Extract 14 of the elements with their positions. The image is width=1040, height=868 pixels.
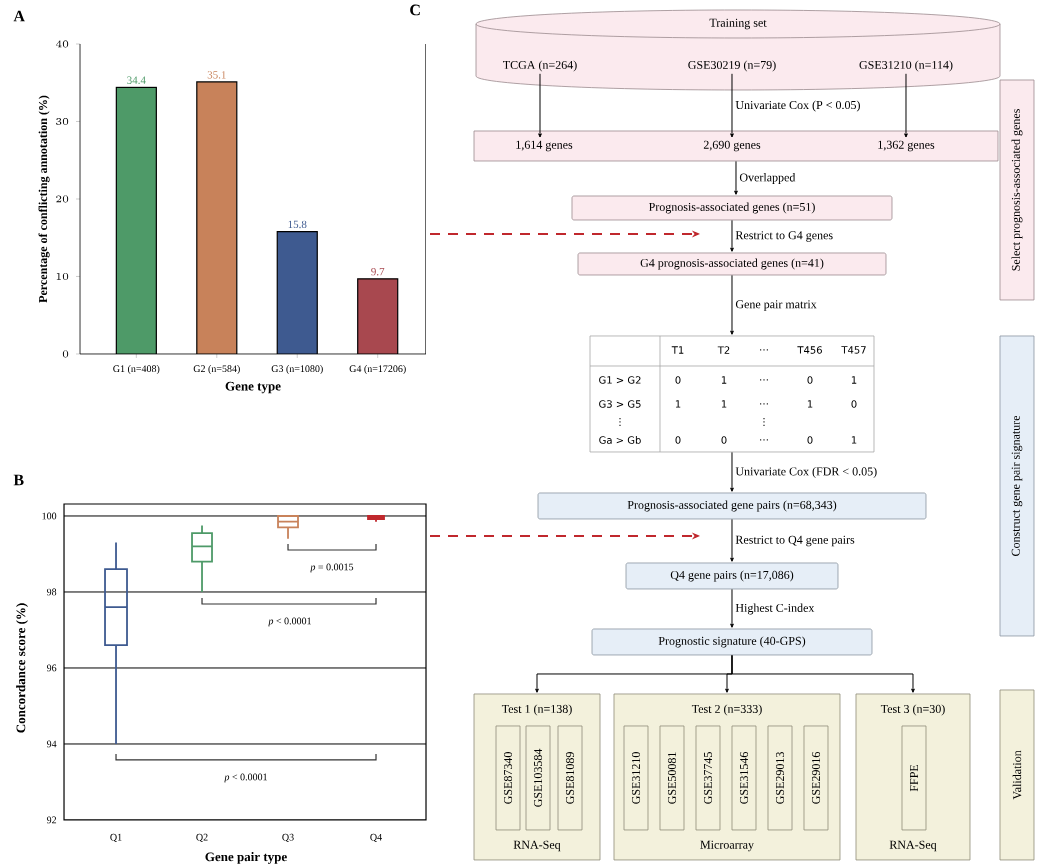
arrow [730,518,734,562]
panel-letter: B [13,474,24,486]
arrow [731,654,915,693]
arrow [730,451,734,492]
arrow [730,73,734,138]
arrow [730,219,734,252]
arrow [730,588,734,628]
arrow [904,73,908,138]
panel-letter: A [13,10,25,22]
matrix-table [589,335,875,453]
arrow [538,73,542,138]
arrow [734,160,738,195]
arrow [730,274,734,335]
panel-letter: C [410,4,420,16]
